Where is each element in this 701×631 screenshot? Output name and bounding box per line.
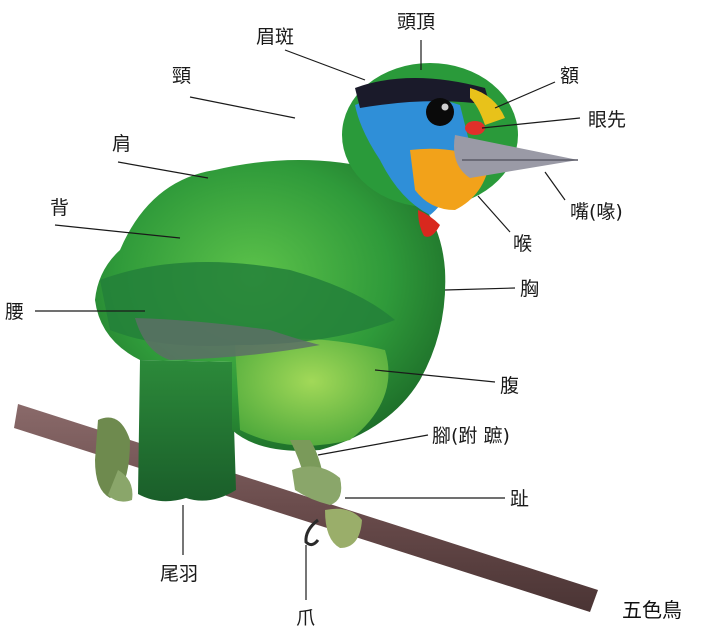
- bird-foot-lower: [325, 509, 362, 548]
- lore-red-spot: [465, 121, 485, 135]
- leader-nape: [190, 97, 295, 118]
- label-claw: 爪: [296, 607, 315, 629]
- label-lore: 眼先: [588, 109, 626, 131]
- leader-eyebrow: [285, 50, 365, 80]
- label-toe: 趾: [510, 488, 529, 510]
- label-eyebrow: 眉斑: [256, 26, 294, 48]
- leader-bill: [545, 172, 565, 200]
- label-throat: 喉: [513, 233, 532, 255]
- label-leg: 腳(跗 蹠): [432, 425, 510, 447]
- bird-illustration: [95, 63, 578, 548]
- label-belly: 腹: [500, 375, 519, 397]
- diagram-caption: 五色鳥: [622, 598, 682, 622]
- label-tail: 尾羽: [160, 563, 198, 585]
- label-forehead: 額: [560, 65, 579, 87]
- leader-throat: [478, 196, 510, 232]
- label-back: 背: [50, 197, 69, 219]
- label-crown: 頭頂: [397, 11, 435, 33]
- label-rump: 腰: [5, 301, 24, 323]
- leader-chest: [445, 288, 515, 290]
- label-nape: 頸: [172, 65, 191, 87]
- label-bill: 嘴(喙): [570, 201, 623, 223]
- label-shoulder: 肩: [112, 133, 131, 155]
- eye-highlight: [442, 104, 449, 111]
- leader-shoulder: [118, 162, 208, 178]
- bird-eye: [426, 98, 454, 126]
- tail-feathers: [138, 360, 236, 501]
- label-chest: 胸: [520, 278, 539, 300]
- leader-forehead: [495, 82, 555, 108]
